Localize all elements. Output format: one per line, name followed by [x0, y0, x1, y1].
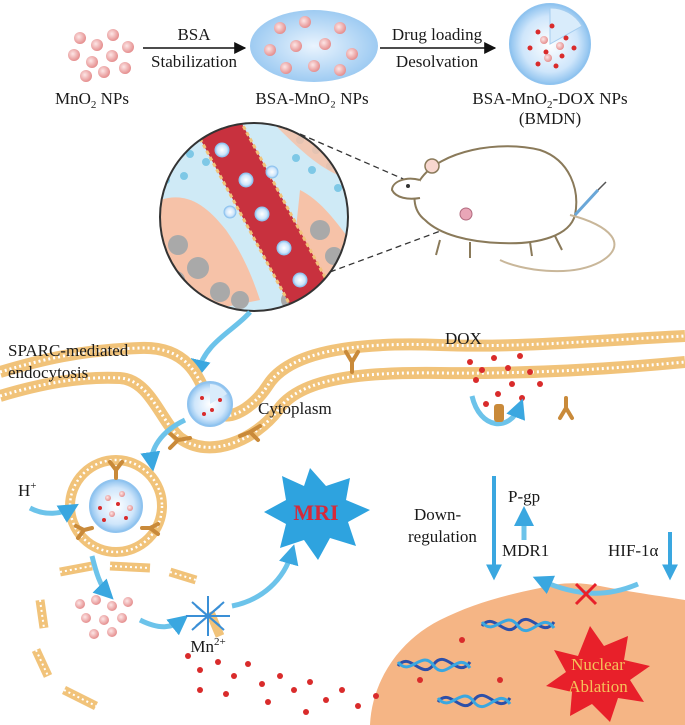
inhibition-cross-icon — [574, 582, 598, 606]
uptake-arrow — [191, 310, 252, 380]
internalize-arrow — [140, 417, 187, 472]
endocytosis-label: endocytosis — [8, 363, 88, 382]
mri-label: MRI — [293, 500, 338, 525]
mno2-nps-label: MnO2 NPs — [55, 89, 129, 111]
stabilization-label: Stabilization — [151, 52, 237, 71]
sparc-receptors — [166, 350, 574, 450]
bmdn-nps-label: BSA-MnO2-DOX NPs — [472, 89, 627, 111]
broken-membrane — [31, 561, 225, 711]
mno2-nps-cluster — [68, 29, 134, 82]
drug-loading-label: Drug loading — [392, 25, 483, 44]
sparc-label: SPARC-mediated — [8, 341, 129, 360]
nucleus — [370, 583, 685, 725]
nuclear-ablation-burst — [546, 626, 650, 722]
hif-label: HIF-1α — [608, 541, 659, 560]
syringe-icon — [573, 188, 600, 217]
desolvation-label: Desolvation — [396, 52, 479, 71]
mouse-illustration — [390, 145, 616, 273]
mri-burst — [264, 468, 370, 560]
ablation-label: Ablation — [568, 677, 628, 696]
pgp-efflux-arrow — [469, 395, 526, 427]
h-plus-label: H+ — [18, 480, 37, 500]
dox-label: DOX — [445, 329, 482, 348]
released-mno2 — [75, 595, 133, 639]
dna-strands — [396, 617, 556, 709]
proton-arrow — [28, 503, 79, 523]
bsa-mno2-nps-label: BSA-MnO₂ NPs — [255, 89, 368, 108]
regulation-label: regulation — [408, 527, 477, 546]
mn-label: Mn2+ — [190, 636, 225, 656]
down-label: Down- — [414, 505, 462, 524]
dox-molecules — [467, 353, 543, 407]
pgp-pump — [494, 404, 504, 422]
bsa-mno2-cloud — [250, 10, 378, 82]
dissolve-arrow — [138, 615, 189, 636]
release-arrow — [89, 555, 114, 600]
mdr1-label: MDR1 — [502, 541, 549, 560]
hif-inhibition-arrow — [532, 575, 639, 596]
dox-flow — [185, 637, 503, 715]
cytoplasm-label: Cytoplasm — [258, 399, 332, 418]
pgp-label: P-gp — [508, 487, 540, 506]
bsa-label: BSA — [177, 25, 211, 44]
bmdn-endocytosis — [187, 381, 233, 427]
cell-membrane — [0, 330, 685, 454]
nuclear-label: Nuclear — [571, 655, 625, 674]
mn-ion-crystal — [186, 596, 230, 636]
bmdn-nanoparticle — [509, 3, 591, 85]
bmdn-abbr-label: (BMDN) — [519, 109, 581, 128]
mri-arrow — [231, 544, 299, 609]
tumor-vessel-zoom — [159, 122, 349, 312]
